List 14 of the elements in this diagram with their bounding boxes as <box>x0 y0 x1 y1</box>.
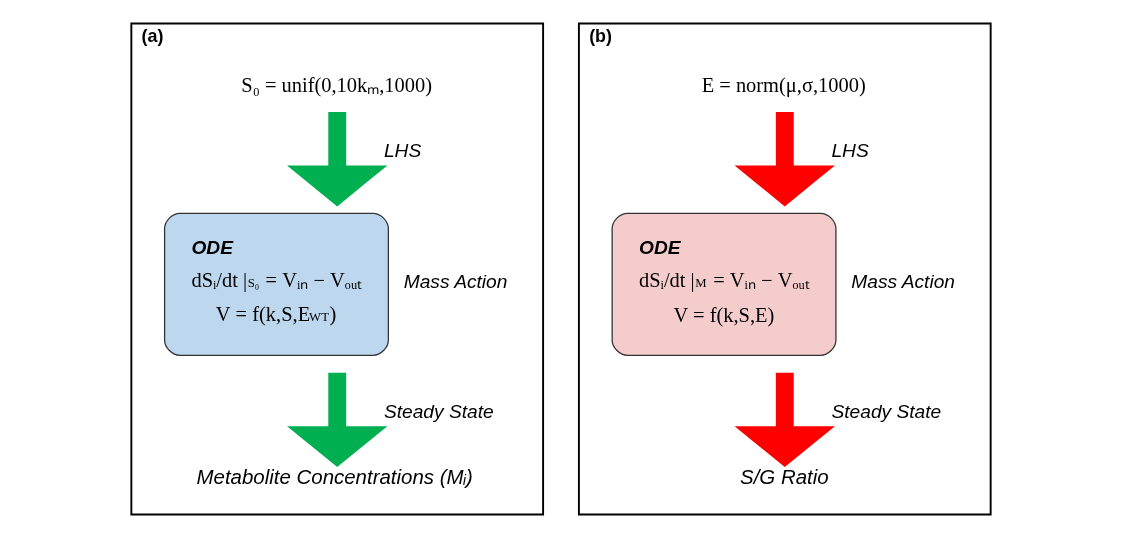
arrow <box>286 112 387 207</box>
node-label: Mass Action <box>403 270 507 292</box>
edge-label: Steady State <box>830 400 941 422</box>
node-text: S/G Ratio <box>739 464 829 488</box>
edge-label: Steady State <box>383 400 494 422</box>
node-text: Metabolite Concentrations (Mᵢ) <box>196 464 473 488</box>
edge-label: LHS <box>383 140 421 162</box>
node-text: S₀ = unif(0,10kₘ,1000) <box>240 74 432 97</box>
edge-label: LHS <box>830 140 869 162</box>
node-label: Mass Action <box>850 270 955 292</box>
arrow <box>734 372 835 468</box>
arrow <box>286 372 387 468</box>
arrow <box>734 112 835 207</box>
node-text: E = norm(μ,σ,1000) <box>701 74 866 97</box>
